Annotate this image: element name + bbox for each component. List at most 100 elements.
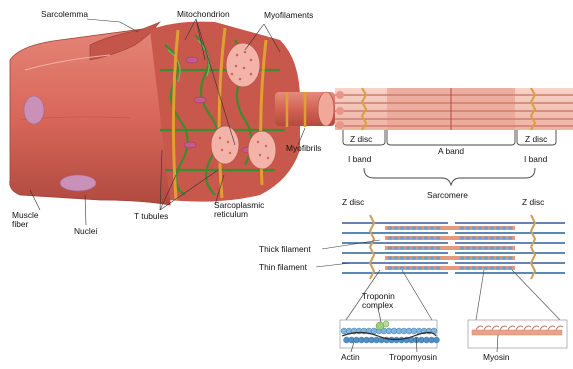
myosin-head [394, 236, 399, 239]
myosin-head [508, 256, 513, 259]
myosin-head [394, 226, 399, 229]
label-z-disc-upper-left: Z disc [350, 135, 372, 144]
myosin-head [466, 226, 471, 229]
label-z-disc-upper-right: Z disc [525, 135, 547, 144]
myosin-head [478, 236, 483, 239]
myosin-head [430, 226, 435, 229]
myosin-head [508, 246, 513, 249]
myosin-head [406, 246, 411, 249]
myosin-head [436, 256, 441, 259]
myosin-head [460, 266, 465, 269]
myosin-head [466, 236, 471, 239]
myosin-head [502, 246, 507, 249]
nucleus [24, 96, 44, 124]
myosin-head [400, 246, 405, 249]
myosin-head [388, 236, 393, 239]
myosin-head [406, 226, 411, 229]
label-z-disc-lower-right: Z disc [522, 198, 544, 207]
myosin-head [418, 266, 423, 269]
myosin-head [478, 266, 483, 269]
myosin-head [430, 246, 435, 249]
myosin-head [412, 226, 417, 229]
label-thick-filament: Thick filament [259, 245, 311, 254]
myosin-head [460, 246, 465, 249]
myosin-head [436, 226, 441, 229]
myosin-head [490, 226, 495, 229]
label-muscle-fiber-line2: fiber [12, 220, 28, 229]
myosin-head [430, 256, 435, 259]
myosin-head [484, 246, 489, 249]
myosin-head [388, 256, 393, 259]
myosin-head [412, 256, 417, 259]
myosin-head [424, 256, 429, 259]
myosin-head [412, 236, 417, 239]
label-z-disc-lower-left: Z disc [342, 198, 364, 207]
label-i-band-right: I band [524, 155, 547, 164]
label-mitochondrion: Mitochondrion [177, 10, 230, 19]
label-myofilaments: Myofilaments [264, 11, 313, 20]
myosin-head [400, 226, 405, 229]
label-thin-filament: Thin filament [259, 263, 307, 272]
myosin-head [436, 236, 441, 239]
myosin-head [460, 256, 465, 259]
myosin-head [484, 266, 489, 269]
myosin-head [496, 256, 501, 259]
myosin-head [466, 246, 471, 249]
actin-bead [434, 337, 440, 343]
myosin-head [436, 246, 441, 249]
myosin-head [472, 236, 477, 239]
myosin-head [496, 236, 501, 239]
myosin-head [418, 246, 423, 249]
myosin-head [394, 266, 399, 269]
myosin-head [508, 236, 513, 239]
myosin-head [472, 226, 477, 229]
myosin-head [466, 266, 471, 269]
myosin-head [478, 256, 483, 259]
label-nuclei: Nuclei [74, 227, 97, 236]
myosin-head [496, 226, 501, 229]
label-sarcomere: Sarcomere [427, 191, 468, 200]
sarcomere-strip [335, 88, 573, 130]
myosin-head [424, 266, 429, 269]
filament-diagram [342, 215, 565, 279]
myosin-head [406, 236, 411, 239]
myosin-head [508, 266, 513, 269]
myosin-head [478, 226, 483, 229]
label-actin: Actin [341, 353, 360, 362]
myosin-head [418, 256, 423, 259]
myosin-head [502, 256, 507, 259]
myosin-head [496, 266, 501, 269]
myosin-head [430, 266, 435, 269]
myosin-head [418, 236, 423, 239]
myosin-head [478, 246, 483, 249]
label-t-tubules: T tubules [134, 212, 168, 221]
myosin-head [430, 236, 435, 239]
myosin-head [490, 256, 495, 259]
mitochondrion [194, 97, 206, 103]
myosin-head [460, 236, 465, 239]
myosin-head [508, 226, 513, 229]
myosin-head [388, 266, 393, 269]
myofibril [275, 92, 335, 127]
myosin-head [484, 226, 489, 229]
myosin-head [484, 256, 489, 259]
myosin-head [496, 246, 501, 249]
myosin-head [424, 226, 429, 229]
myosin-head [502, 236, 507, 239]
myosin-head [460, 226, 465, 229]
label-myosin: Myosin [483, 353, 510, 362]
myosin-head [406, 266, 411, 269]
myosin-head [490, 236, 495, 239]
nucleus [60, 175, 96, 191]
myosin-head [400, 266, 405, 269]
myosin-head [424, 246, 429, 249]
troponin-complex-shape [376, 322, 384, 330]
myosin-head [418, 226, 423, 229]
label-a-band: A band [438, 147, 464, 156]
myosin-head [472, 246, 477, 249]
myosin-head [472, 256, 477, 259]
myosin-head [424, 236, 429, 239]
label-sarcolemma: Sarcolemma [41, 10, 88, 19]
